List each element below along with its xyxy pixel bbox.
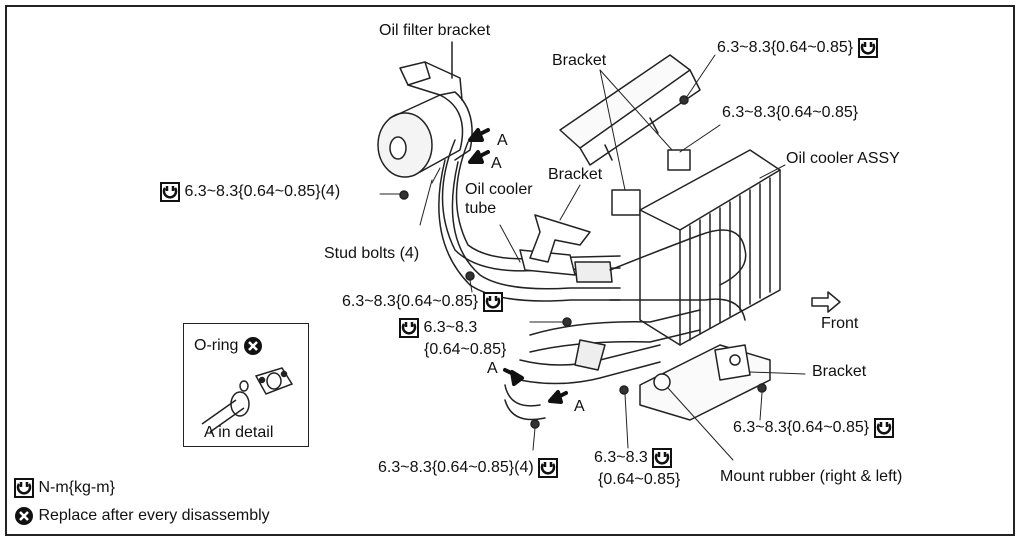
torque-wrench-icon	[652, 448, 673, 468]
torque-wrench-icon	[857, 38, 878, 58]
torque-spec-center: 6.3~8.3{0.64~0.85}	[342, 292, 503, 312]
diagram-frame	[5, 5, 1015, 536]
torque-wrench-icon	[14, 478, 34, 498]
front-arrow	[811, 291, 841, 313]
torque-spec-top-right: 6.3~8.3{0.64~0.85}	[717, 38, 878, 58]
label-a-3: A	[487, 360, 498, 377]
torque-wrench-icon	[538, 458, 559, 478]
torque-spec-center2-line2: {0.64~0.85}	[424, 341, 507, 358]
label-a-4: A	[574, 398, 585, 415]
replace-x-icon	[15, 507, 33, 525]
label-a-2: A	[491, 155, 502, 172]
legend-torque: N-m{kg-m}	[14, 478, 115, 498]
replace-x-icon	[243, 337, 262, 355]
legend-replace-text: Replace after every disassembly	[38, 507, 270, 525]
label-a-1: A	[497, 132, 508, 149]
torque-spec-bottom-4: 6.3~8.3{0.64~0.85}(4)	[378, 458, 559, 478]
label-mount-rubber: Mount rubber (right & left)	[720, 468, 903, 485]
label-stud-bolts: Stud bolts (4)	[324, 245, 420, 262]
o-ring-text: O-ring	[194, 337, 239, 355]
legend-torque-text: N-m{kg-m}	[38, 479, 115, 497]
label-o-ring: O-ring	[194, 336, 263, 356]
torque-wrench-icon	[160, 182, 180, 202]
torque-value: 6.3~8.3{0.64~0.85}(4)	[184, 183, 341, 201]
torque-value: 6.3~8.3{0.64~0.85}	[342, 293, 479, 311]
label-oil-cooler-tube: Oil cooler tube	[465, 181, 533, 217]
oil-filter-drawing	[377, 61, 473, 178]
detail-a-arrows	[468, 128, 568, 404]
lower-bracket-drawing	[639, 344, 771, 421]
torque-value: 6.3~8.3{0.64~0.85}(4)	[378, 459, 534, 477]
torque-spec-bottom2-line2: {0.64~0.85}	[598, 471, 681, 488]
legend-replace: Replace after every disassembly	[14, 506, 270, 526]
oil-cooler-core-drawing	[639, 149, 781, 346]
o-ring-detail-drawing	[201, 367, 294, 433]
upper-bracket-drawing	[559, 54, 701, 216]
detail-caption: A in detail	[204, 424, 274, 441]
torque-spec-bottom2: 6.3~8.3	[594, 448, 673, 468]
leader-lines	[379, 54, 806, 461]
torque-spec-bottom-right: 6.3~8.3{0.64~0.85}	[733, 418, 894, 438]
label-bracket-right: Bracket	[812, 363, 867, 380]
torque-value: 6.3~8.3	[594, 449, 648, 467]
torque-wrench-icon	[873, 418, 894, 438]
label-oil-cooler-assy: Oil cooler ASSY	[786, 150, 900, 167]
tube-bracket	[529, 214, 591, 263]
torque-value: 6.3~8.3{0.64~0.85}	[717, 39, 854, 57]
label-oil-filter-bracket: Oil filter bracket	[379, 22, 491, 39]
torque-value: 6.3~8.3	[423, 319, 478, 337]
torque-wrench-icon	[399, 318, 419, 338]
lower-pipes-drawing	[504, 229, 747, 421]
detail-a-box: O-ring A in detail	[183, 323, 309, 447]
label-bracket-mid: Bracket	[548, 166, 603, 183]
torque-wrench-icon	[482, 292, 503, 312]
label-front: Front	[821, 315, 859, 332]
label-bracket-top: Bracket	[552, 52, 607, 69]
torque-value: 6.3~8.3{0.64~0.85}	[733, 419, 870, 437]
torque-spec-center2: 6.3~8.3	[399, 318, 477, 338]
torque-spec-mid-right: 6.3~8.3{0.64~0.85}	[722, 104, 859, 121]
torque-spec-left-4: 6.3~8.3{0.64~0.85}(4)	[160, 182, 340, 202]
